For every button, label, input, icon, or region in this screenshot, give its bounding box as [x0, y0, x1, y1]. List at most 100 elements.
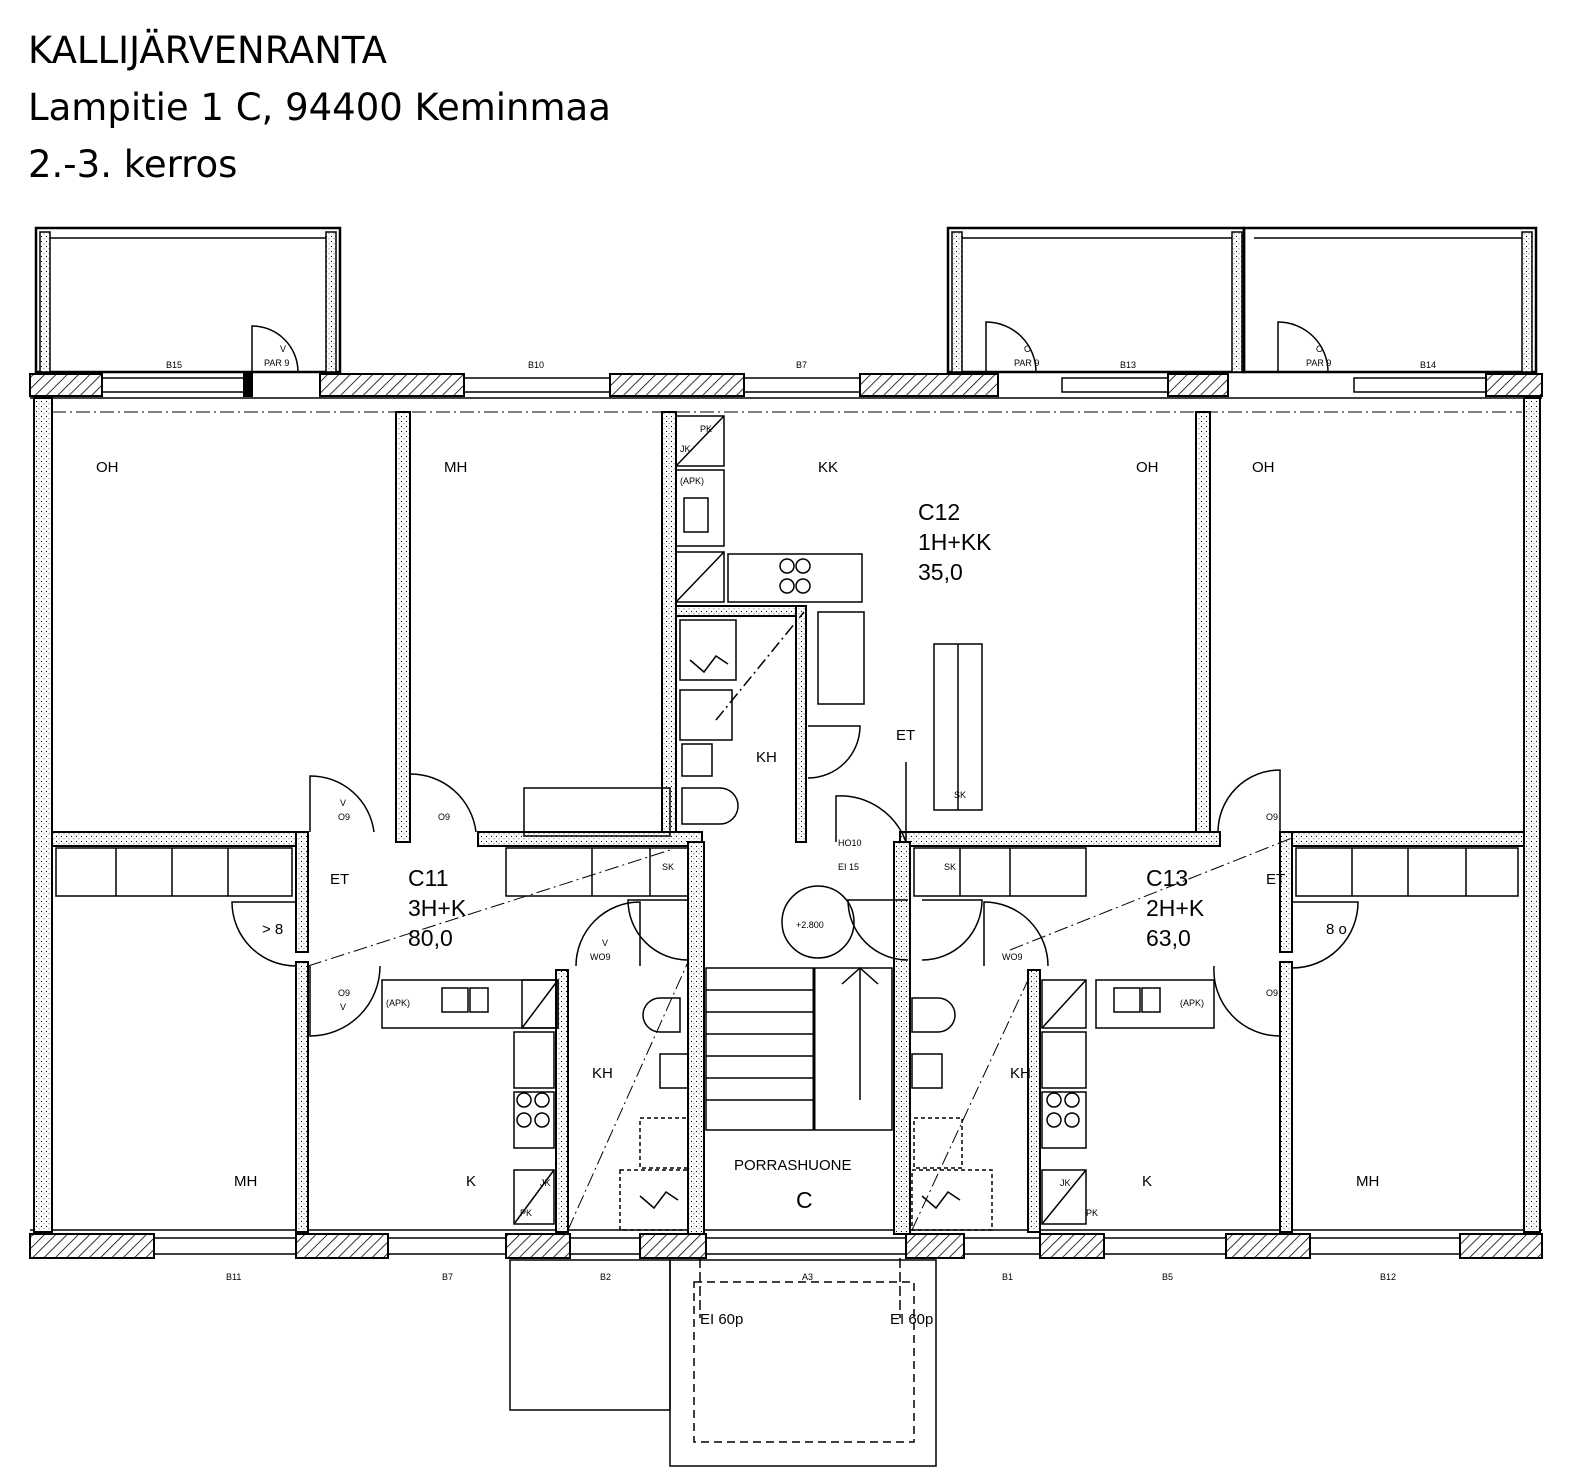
room-mh-bottom-right: MH	[1356, 1173, 1379, 1190]
door-mark-o-2: O	[1316, 344, 1323, 354]
door-mark-o9-c13-top: O9	[1266, 812, 1278, 822]
apartment-c11-id: C11	[408, 865, 449, 891]
kitchen-c13	[1041, 979, 1215, 1225]
door-mark-o9-mh: O9	[438, 812, 450, 822]
mark-sk-c13: SK	[944, 862, 956, 872]
window-mark-b11: B11	[226, 1272, 241, 1282]
entry-doors	[231, 769, 1359, 1037]
door-mark-v-c11-top: V	[340, 798, 346, 808]
door-mark-wo9-c11: WO9	[590, 952, 611, 962]
room-kk: KK	[818, 459, 838, 476]
room-oh-c12: OH	[1136, 459, 1159, 476]
corridor-cabinets	[55, 787, 1519, 897]
door-mark-gt8-left: > 8	[262, 921, 283, 938]
door-mark-v: V	[280, 344, 286, 354]
door-mark-wo9-c13: WO9	[1002, 952, 1023, 962]
level-mark: +2.800	[796, 920, 824, 930]
mark-apk-c13: (APK)	[1180, 998, 1204, 1008]
balcony-door-right-2	[1277, 321, 1329, 373]
room-k-c13: K	[1142, 1173, 1152, 1190]
stairwell-letter: C	[796, 1187, 813, 1213]
kitchenette-c12	[675, 415, 983, 811]
floor-label: 2.-3. kerros	[28, 143, 238, 186]
plan-header: KALLIJÄRVENRANTA Lampitie 1 C, 94400 Kem…	[28, 22, 928, 193]
apartment-c12-type: 1H+KK	[918, 529, 992, 555]
balcony-door-right-1	[985, 321, 1037, 373]
apartment-c12-area: 35,0	[918, 559, 963, 585]
window-mark-b7-bottom: B7	[442, 1272, 453, 1282]
door-mark-par9-mid: PAR 9	[1014, 358, 1039, 368]
mark-apk-c12: (APK)	[680, 476, 704, 486]
door-mark-gt8-right: 8 o	[1326, 921, 1347, 938]
room-mh-top-left: MH	[444, 459, 467, 476]
door-mark-v-c11-bottom: V	[340, 1002, 346, 1012]
door-mark-par9-left: PAR 9	[264, 358, 289, 368]
door-mark-v-wc-c11: V	[602, 938, 608, 948]
room-et-c13: ET	[1266, 871, 1285, 888]
entrance-canopy	[509, 1258, 937, 1467]
window-mark-b7-top: B7	[796, 360, 807, 370]
door-mark-ei15: EI 15	[838, 862, 859, 872]
room-kh-c11: KH	[592, 1065, 613, 1082]
kitchen-c11	[381, 979, 559, 1225]
apartment-c13-type: 2H+K	[1146, 895, 1205, 921]
building-address: Lampitie 1 C, 94400 Keminmaa	[28, 86, 611, 129]
fire-class-left: EI 60p	[700, 1311, 743, 1328]
mark-pk-c12: PK	[700, 424, 712, 434]
outer-wall-right	[1523, 397, 1541, 1233]
bathroom-c13	[911, 997, 993, 1231]
window-mark-a3: A3	[802, 1272, 813, 1282]
bathroom-c11	[619, 997, 689, 1231]
apartment-c13-id: C13	[1146, 865, 1188, 891]
window-mark-b13: B13	[1120, 360, 1136, 370]
balcony-door-left	[251, 325, 299, 373]
room-mh-bottom-left: MH	[234, 1173, 257, 1190]
window-mark-b14: B14	[1420, 360, 1436, 370]
mark-jk-c12: JK	[680, 444, 691, 454]
mark-jk-c13: JK	[1060, 1178, 1071, 1188]
sight-lines	[307, 837, 1293, 1231]
room-et-c11: ET	[330, 871, 349, 888]
room-kh-c13: KH	[1010, 1065, 1031, 1082]
window-mark-b5: B5	[1162, 1272, 1173, 1282]
balcony-right-2	[1242, 226, 1538, 374]
mark-apk-c11: (APK)	[386, 998, 410, 1008]
outer-wall-left	[33, 397, 53, 1233]
mark-pk-c11: PK	[520, 1208, 532, 1218]
window-mark-b10: B10	[528, 360, 544, 370]
apartment-c11-area: 80,0	[408, 925, 453, 951]
room-k-c11: K	[466, 1173, 476, 1190]
balcony-left	[34, 226, 342, 374]
room-oh-right: OH	[1252, 459, 1275, 476]
interior-walls	[51, 411, 1525, 1235]
outer-wall-bottom	[29, 1229, 1543, 1259]
balcony-right-1	[946, 226, 1246, 374]
apartment-c11-type: 3H+K	[408, 895, 467, 921]
door-mark-ho10: HO10	[838, 838, 862, 848]
door-mark-o9-c11-bottom: O9	[338, 988, 350, 998]
window-mark-b1: B1	[1002, 1272, 1013, 1282]
mark-pk-c13: PK	[1086, 1208, 1098, 1218]
room-oh-left: OH	[96, 459, 119, 476]
door-mark-par9-right: PAR 9	[1306, 358, 1331, 368]
mark-sk-c11: SK	[662, 862, 674, 872]
bathroom-c12	[679, 611, 907, 843]
fire-class-right: EI 60p	[890, 1311, 933, 1328]
door-mark-o9-c11-top: O9	[338, 812, 350, 822]
stairwell-name: PORRASHUONE	[734, 1157, 852, 1174]
door-mark-o9-c13-bottom: O9	[1266, 988, 1278, 998]
mark-jk-c11: JK	[540, 1178, 551, 1188]
window-mark-b12: B12	[1380, 1272, 1396, 1282]
room-et-c12: ET	[896, 727, 915, 744]
staircase	[705, 966, 893, 1131]
room-kh-c12: KH	[756, 749, 777, 766]
building-name: KALLIJÄRVENRANTA	[28, 29, 387, 72]
window-mark-b15: B15	[166, 360, 182, 370]
door-mark-o-1: O	[1024, 344, 1031, 354]
apartment-c13-area: 63,0	[1146, 925, 1191, 951]
outer-wall-top	[29, 373, 1543, 399]
mark-sk-c12: SK	[954, 790, 966, 800]
apartment-c12-id: C12	[918, 499, 960, 525]
window-mark-b2: B2	[600, 1272, 611, 1282]
